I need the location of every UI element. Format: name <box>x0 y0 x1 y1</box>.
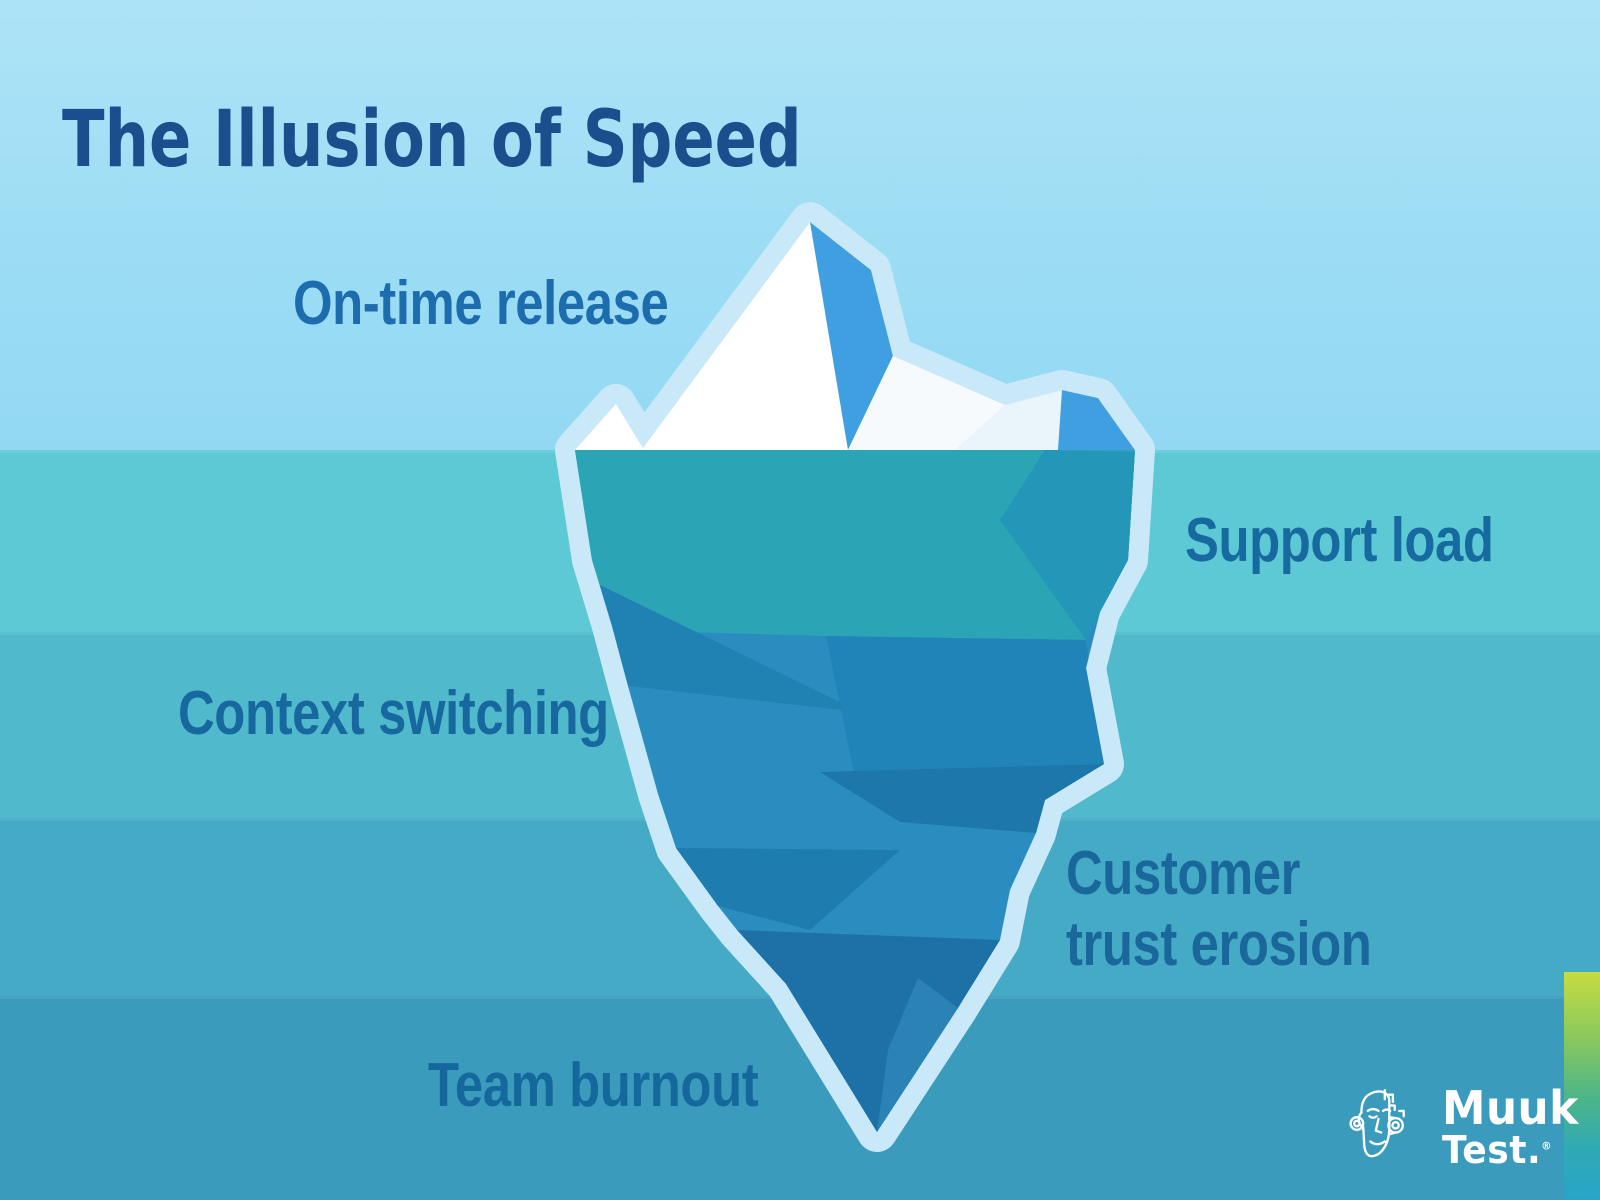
iceberg-facet-tip <box>737 930 1000 1132</box>
brand-name-top: Muuk <box>1442 1081 1579 1136</box>
iceberg-white-peak <box>575 222 848 450</box>
label-support-load: Support load <box>1185 506 1494 575</box>
iceberg-facet-blue-a <box>810 222 893 450</box>
muuk-face-icon <box>1349 1089 1405 1158</box>
brand-name-bottom: Test.® <box>1442 1131 1579 1169</box>
registered-mark: ® <box>1541 1139 1553 1153</box>
iceberg-facet-tip-light <box>877 978 958 1132</box>
iceberg-facet-left-wedge <box>600 585 860 712</box>
label-customer-line1: Customer <box>1066 839 1301 908</box>
iceberg-facet-mid-lower <box>820 764 1104 833</box>
iceberg-facet-teal-right <box>1000 450 1135 640</box>
iceberg-facet-blue-b <box>1058 390 1135 450</box>
label-customer-trust-erosion: Customer trust erosion <box>1066 838 1372 981</box>
iceberg-facet-pale-light <box>848 356 1005 450</box>
brand-logo: Muuk Test.® <box>1338 1082 1586 1174</box>
brand-wordmark: Muuk Test.® <box>1442 1081 1579 1169</box>
label-context-switching: Context switching <box>178 679 609 748</box>
iceberg-facet-teal-top <box>575 450 1135 640</box>
iceberg-facet-mid-right <box>826 636 1104 800</box>
label-customer-line2: trust erosion <box>1066 910 1372 980</box>
label-on-time-release: On-time release <box>293 269 669 338</box>
iceberg-facet-bottom-left <box>676 848 900 930</box>
accent-gradient-strip <box>1564 972 1600 1200</box>
label-team-burnout: Team burnout <box>428 1051 759 1120</box>
brand-name-bottom-text: Test. <box>1442 1127 1542 1172</box>
page-title: The Illusion of Speed <box>62 95 802 186</box>
